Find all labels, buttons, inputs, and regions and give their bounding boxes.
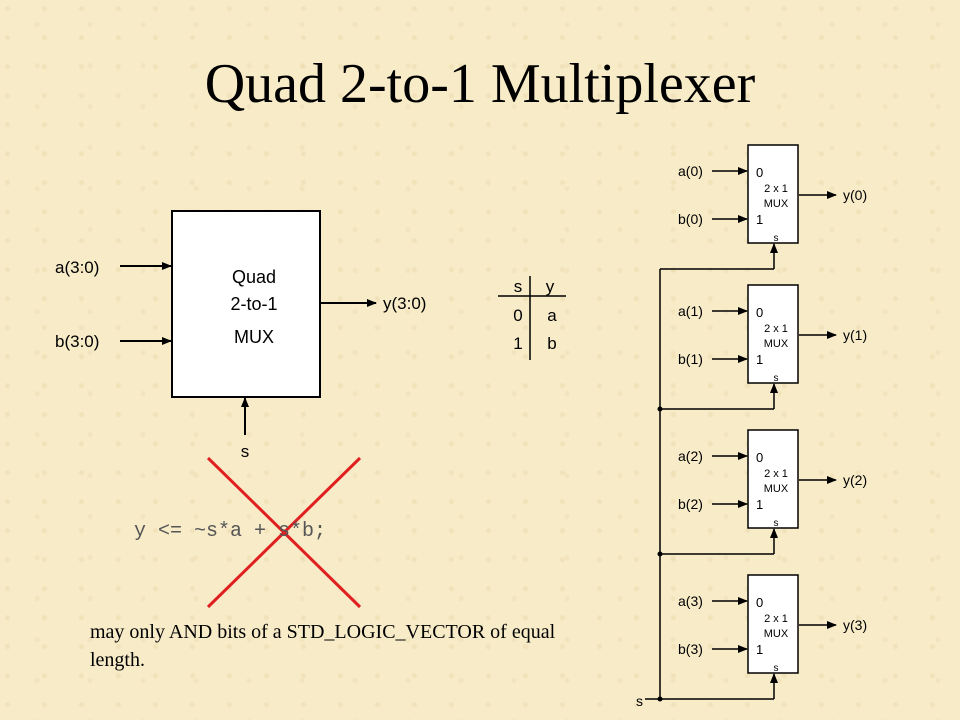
small-mux-out-label: y(3): [843, 617, 867, 633]
quad-select-label: s: [241, 442, 250, 461]
cross-line-2: [206, 456, 362, 609]
small-mux-label-1: 2 x 1: [764, 183, 788, 195]
small-mux-sel-port: s: [774, 663, 779, 674]
small-mux-in0-label: a(2): [678, 448, 703, 464]
small-mux-label-2: MUX: [764, 338, 789, 350]
small-mux-in1-label: b(3): [678, 641, 703, 657]
page-title: Quad 2-to-1 Multiplexer: [204, 53, 756, 115]
quad-input-a-label: a(3:0): [55, 258, 99, 277]
quad-mux-box: [171, 210, 321, 398]
small-mux-in1-label: b(2): [678, 496, 703, 512]
small-mux-sel-port: s: [774, 518, 779, 529]
small-mux-label-1: 2 x 1: [764, 323, 788, 335]
small-mux-out-label: y(0): [843, 187, 867, 203]
small-mux-label-1: 2 x 1: [764, 468, 788, 480]
small-mux-3: 0 2 x 1 MUX 1 s a(3) b(3) y(3): [660, 574, 867, 700]
quad-output-label: y(3:0): [383, 294, 426, 313]
small-mux-in1-label: b(0): [678, 211, 703, 227]
small-mux-out-label: y(2): [843, 472, 867, 488]
truth-table-row-1-s: 0: [513, 306, 522, 325]
select-bus-junction: [657, 551, 663, 557]
truth-table-row-2-s: 1: [513, 334, 522, 353]
small-mux-port-0: 0: [756, 305, 763, 320]
truth-table-header-y: y: [546, 277, 555, 296]
small-mux-port-1: 1: [756, 212, 763, 227]
small-mux-box: [747, 429, 799, 529]
small-mux-0: 0 2 x 1 MUX 1 s a(0) b(0) y(0): [660, 144, 867, 270]
small-mux-sel-port: s: [774, 233, 779, 244]
small-mux-port-1: 1: [756, 352, 763, 367]
quad-mux-label-line-1: Quad: [232, 267, 276, 287]
small-mux-port-1: 1: [756, 497, 763, 512]
select-bus-junction: [657, 406, 663, 412]
small-mux-sel-port: s: [774, 373, 779, 384]
small-mux-2: 0 2 x 1 MUX 1 s a(2) b(2) y(2): [660, 429, 867, 555]
small-mux-port-1: 1: [756, 642, 763, 657]
quad-mux-label-line-2: 2-to-1: [230, 294, 277, 314]
small-mux-in0-label: a(3): [678, 593, 703, 609]
cross-out-mark: [206, 456, 362, 609]
small-mux-1: 0 2 x 1 MUX 1 s a(1) b(1) y(1): [660, 284, 867, 410]
quad-input-b-label: b(3:0): [55, 332, 99, 351]
small-mux-in0-label: a(0): [678, 163, 703, 179]
quad-mux-label-line-3: MUX: [234, 327, 274, 347]
small-mux-out-label: y(1): [843, 327, 867, 343]
select-bus-junction: [657, 696, 663, 702]
truth-table: s y 0 a 1 b: [498, 276, 566, 360]
truth-table-row-2-y: b: [547, 334, 556, 353]
small-mux-label-1: 2 x 1: [764, 613, 788, 625]
select-bus-label: s: [636, 693, 643, 709]
small-mux-in0-label: a(1): [678, 303, 703, 319]
small-mux-label-2: MUX: [764, 198, 789, 210]
small-mux-in1-label: b(1): [678, 351, 703, 367]
truth-table-header-s: s: [514, 277, 523, 296]
select-bus: s: [636, 269, 663, 709]
small-mux-port-0: 0: [756, 450, 763, 465]
quad-mux: Quad 2-to-1 MUX a(3:0) b(3:0) y(3:0) s: [55, 210, 426, 461]
small-mux-label-2: MUX: [764, 483, 789, 495]
small-mux-box: [747, 284, 799, 384]
small-mux-port-0: 0: [756, 595, 763, 610]
small-mux-box: [747, 574, 799, 674]
note-text: may only AND bits of a STD_LOGIC_VECTOR …: [90, 621, 556, 671]
vhdl-code-line: y <= ~s*a + s*b;: [134, 520, 327, 543]
small-mux-label-2: MUX: [764, 628, 789, 640]
truth-table-row-1-y: a: [547, 306, 557, 325]
small-mux-port-0: 0: [756, 165, 763, 180]
